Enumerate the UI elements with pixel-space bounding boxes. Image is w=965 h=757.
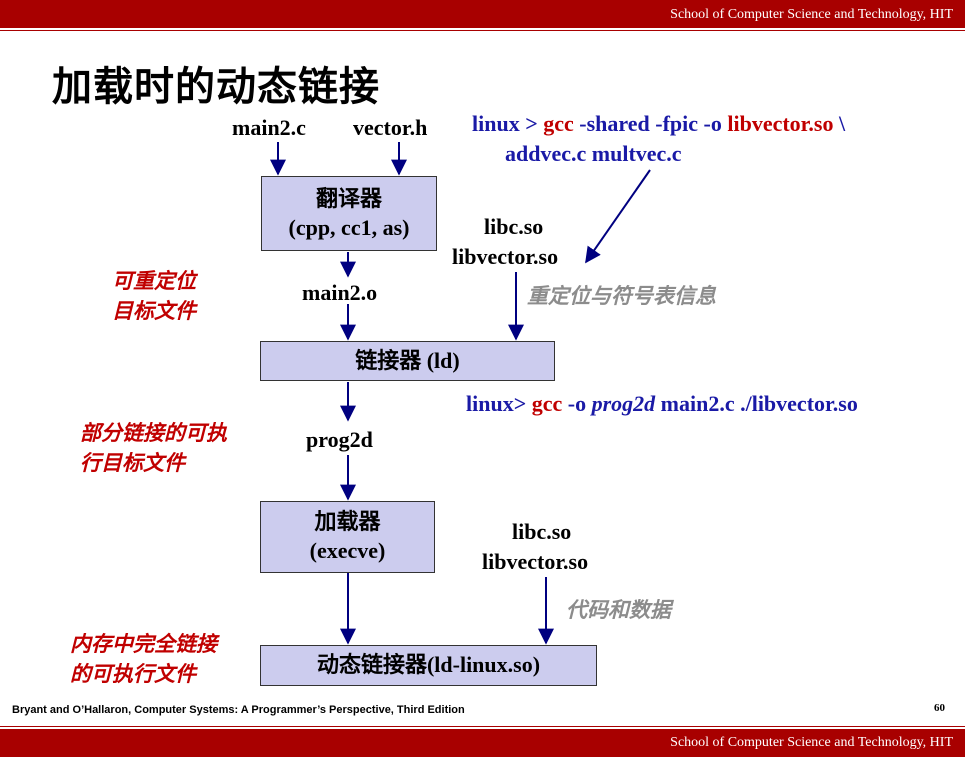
translator-box: 翻译器 (cpp, cc1, as): [261, 176, 437, 251]
note-partial: 部分链接的可执 行目标文件: [80, 418, 227, 478]
dynamic-linker-label: 动态链接器(ld-linux.so): [316, 652, 541, 678]
footer-citation: Bryant and O’Hallaron, Computer Systems:…: [12, 704, 465, 716]
cmd-shared-line2: addvec.c multvec.c: [505, 141, 682, 166]
linker-label: 链接器 (ld): [355, 347, 460, 373]
cmd-shared-gcc: gcc: [543, 111, 574, 136]
dynamic-linker-box: 动态链接器(ld-linux.so): [260, 645, 597, 686]
lib-libvector-2: libvector.so: [482, 549, 589, 574]
footer-school: School of Computer Science and Technolog…: [670, 735, 953, 750]
loader-name: 加载器: [314, 509, 381, 535]
output-main2o: main2.o: [302, 280, 378, 305]
slide-title: 加载时的动态链接: [52, 64, 380, 110]
cmd-link: linux> gcc -o prog2d main2.c ./libvector…: [466, 391, 858, 417]
note-full-line2: 的可执行文件: [70, 662, 196, 686]
header-school: School of Computer Science and Technolog…: [670, 7, 953, 22]
note-reloc-symtab: 重定位与符号表信息: [527, 284, 716, 308]
cmd-shared-out: libvector.so: [727, 111, 834, 136]
note-code-data: 代码和数据: [566, 598, 671, 622]
cmd-shared-prompt: linux >: [472, 111, 538, 136]
input-main2c: main2.c: [232, 115, 306, 140]
note-relocatable-line2: 目标文件: [112, 299, 196, 323]
linker-box: 链接器 (ld): [260, 341, 555, 381]
translator-name: 翻译器: [315, 185, 382, 211]
cmd-link-args: main2.c ./libvector.so: [660, 391, 858, 416]
header-rule: [0, 30, 965, 31]
cmd-shared-flags: -shared -fpic -o: [579, 111, 722, 136]
note-relocatable: 可重定位 目标文件: [112, 266, 196, 326]
loader-call: (execve): [309, 538, 386, 563]
note-full: 内存中完全链接 的可执行文件: [70, 629, 217, 689]
page-number: 60: [934, 702, 945, 714]
note-full-line1: 内存中完全链接: [70, 632, 217, 656]
cmd-shared-line1: linux > gcc -shared -fpic -o libvector.s…: [472, 111, 845, 137]
cmd-link-prompt: linux>: [466, 391, 527, 416]
lib-libc-2: libc.so: [512, 519, 572, 544]
cmd-link-gcc: gcc: [531, 391, 563, 416]
translator-tools: (cpp, cc1, as): [288, 214, 410, 240]
header-bar: School of Computer Science and Technolog…: [0, 0, 965, 28]
output-prog2d: prog2d: [306, 427, 373, 452]
note-partial-line2: 行目标文件: [80, 451, 185, 475]
input-vectorh: vector.h: [353, 115, 428, 140]
note-partial-line1: 部分链接的可执: [80, 421, 227, 445]
cmd-link-prog: prog2d: [591, 391, 656, 416]
loader-box: 加载器 (execve): [260, 501, 435, 573]
arrow-cmd-to-libvector: [585, 169, 651, 264]
cmd-shared-cont: \: [838, 111, 846, 136]
lib-libvector-1: libvector.so: [452, 244, 559, 269]
note-relocatable-line1: 可重定位: [112, 269, 196, 293]
footer-rule: [0, 726, 965, 727]
footer-bar: School of Computer Science and Technolog…: [0, 729, 965, 757]
lib-libc-1: libc.so: [484, 214, 544, 239]
cmd-link-flag: -o: [567, 391, 587, 416]
